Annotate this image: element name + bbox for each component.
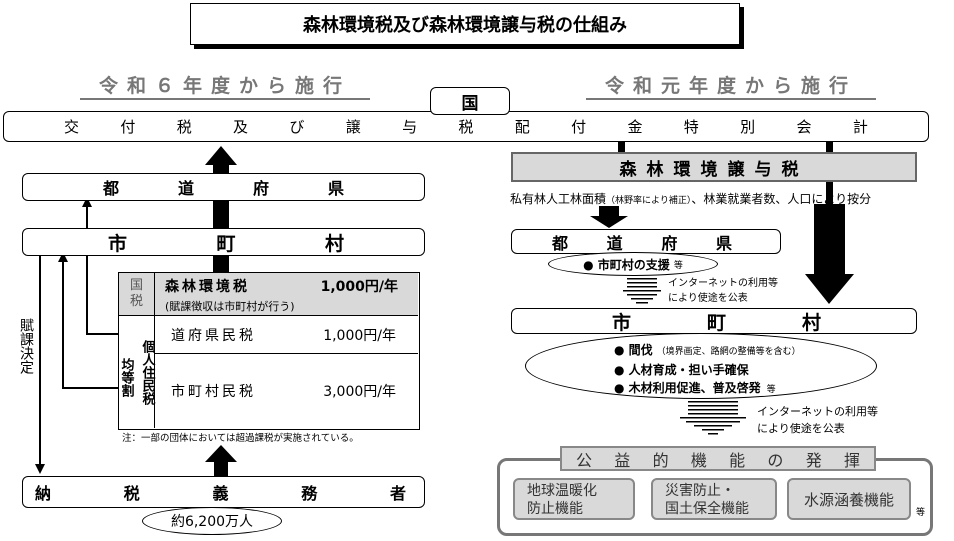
up-arrow-pref <box>82 197 92 207</box>
municipality-right-box: 市町村 <box>511 308 917 334</box>
arrow-shaft-muni-pref <box>213 200 229 230</box>
forest-tax-amount: 1,000円/年 <box>320 279 398 295</box>
use-3: ● 木材利用促進、普及啓発等 <box>614 381 776 395</box>
pref-tax-row: 道府県民税 1,000円/年 <box>155 316 418 354</box>
pref-tax-label: 道府県民税 <box>171 327 256 344</box>
function-etc: 等 <box>916 508 926 518</box>
taxpayer-count: 約6,200万人 <box>142 507 282 535</box>
left-heading: 令和６年度から施行 <box>80 74 370 100</box>
right-heading: 令和元年度から施行 <box>586 74 876 100</box>
transfer-tax-box: 森林環境譲与税 <box>511 152 917 182</box>
allocation-text: 私有林人工林面積（林野率により補正）、林業就業者数、人口により按分 <box>510 192 872 206</box>
national-box: 国 <box>430 87 510 115</box>
municipality-left-box: 市町村 <box>22 228 425 256</box>
up-arrow-taxpayer <box>205 445 237 478</box>
uses-ellipse: ● 間伐（境界画定、路網の整備等を含む） ● 人材育成・担い手確保 ● 木材利用… <box>525 333 877 399</box>
forest-tax-note: (賦課徴収は市町村が行う) <box>165 300 295 313</box>
prefecture-right-box: 都道府県 <box>511 229 781 254</box>
forest-tax-label: 森林環境税 <box>165 279 250 295</box>
taxpayer-box: 納税義務者 <box>22 476 425 508</box>
up-arrow-muni <box>58 252 68 262</box>
note-text: 注：一部の団体においては超過課税が実施されている。 <box>122 433 359 444</box>
function-box-2: 災害防止・国土保全機能 <box>651 478 777 520</box>
down-arrow-fukazei <box>35 464 45 474</box>
down-arrow-pref <box>590 216 628 228</box>
forest-tax-cell: 森林環境税 1,000円/年 (賦課徴収は市町村が行う) <box>155 273 418 316</box>
big-down-arrow <box>805 274 854 304</box>
arrow-shaft-muni-tax <box>213 255 229 275</box>
muni-tax-label: 市町村民税 <box>171 384 256 400</box>
prefecture-left-box: 都道府県 <box>22 173 425 201</box>
page-title: 森林環境税及び森林環境譲与税の仕組み <box>303 15 627 36</box>
use-2: ● 人材育成・担い手確保 <box>614 363 749 377</box>
big-down-arrow-shaft <box>814 204 845 274</box>
publish-note-2: インターネットの利用等により使途を公表 <box>757 405 878 435</box>
up-arrow-national <box>205 146 237 172</box>
publish-note-1: インターネットの利用等により使途を公表 <box>668 278 778 304</box>
tax-table: 国税 森林環境税 1,000円/年 (賦課徴収は市町村が行う) 個人住民税 均等… <box>118 272 420 430</box>
striped-arrow-2 <box>680 401 746 435</box>
pref-tax-amount: 1,000円/年 <box>323 327 396 344</box>
arrow-shaft-pref-national <box>213 165 229 174</box>
pref-support-ellipse: ● 市町村の支援等 <box>548 252 718 276</box>
page-title-box: 森林環境税及び森林環境譲与税の仕組み <box>190 3 740 45</box>
function-box-1: 地球温暖化防止機能 <box>513 478 635 520</box>
kokuzei-cell: 国税 <box>119 273 155 316</box>
use-1: ● 間伐（境界画定、路網の整備等を含む） <box>614 343 801 357</box>
special-account-bar: 交付税及び譲与税配付金特別会計 <box>3 111 929 142</box>
muni-tax-row: 市町村民税 3,000円/年 <box>155 354 418 428</box>
function-box-3: 水源涵養機能 <box>787 478 911 520</box>
fukazei-label: 賦課決定 <box>18 318 34 374</box>
public-functions-title: 公益的機能の発揮 <box>560 446 876 471</box>
muni-tax-amount: 3,000円/年 <box>323 384 396 400</box>
resident-tax-vertical-cell: 個人住民税 均等割 <box>119 316 155 428</box>
